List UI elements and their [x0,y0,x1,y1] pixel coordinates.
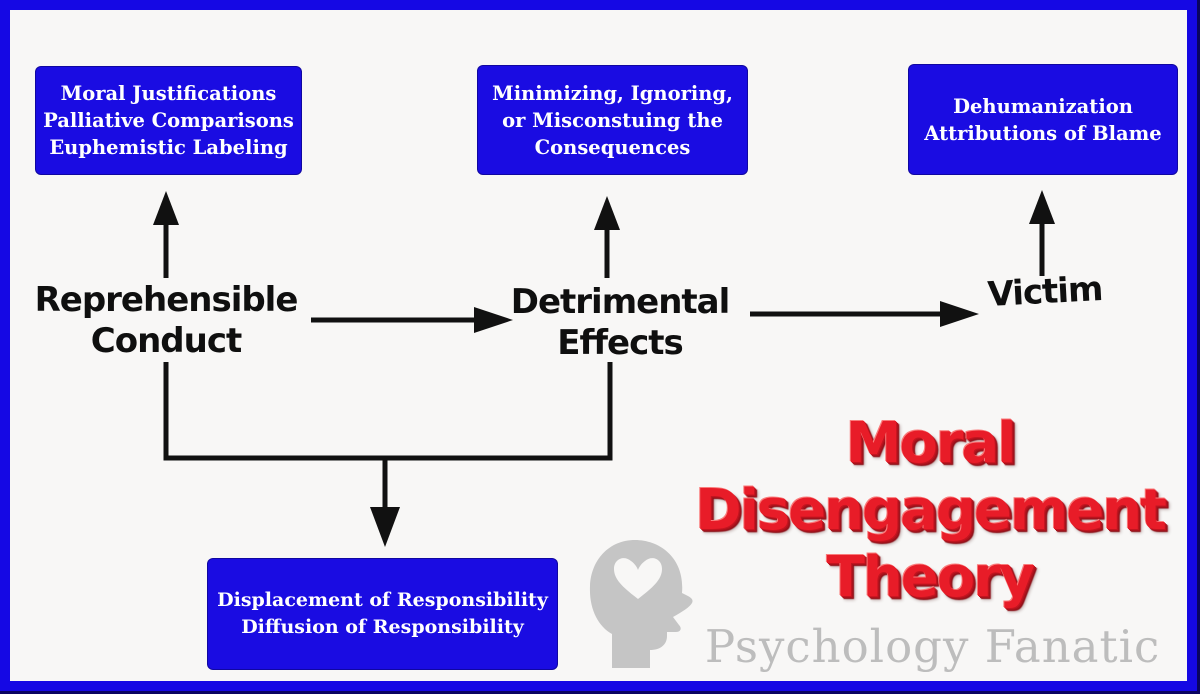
arrow-up-reprehensible [153,191,179,278]
node-line: Detrimental [510,282,731,322]
node-detrimental-effects: Detrimental Effects [487,282,753,364]
node-line: Effects [557,323,684,363]
box-line: Euphemistic Labeling [49,136,288,159]
node-victim: Victim [974,268,1116,316]
box-line: Minimizing, Ignoring, [492,81,733,105]
brand-name: Psychology Fanatic [704,620,1161,673]
box-displacement-diffusion: Displacement of Responsibility Diffusion… [207,558,558,670]
box-line: or Misconstuing the [502,108,723,132]
box-line: Displacement of Responsibility [217,589,548,611]
arrow-up-detrimental [594,196,620,278]
title-line: Theory [826,545,1036,610]
arrow-right-conduct-to-effects [311,307,513,333]
box-line: Attributions of Blame [924,121,1162,145]
node-line: Victim [986,269,1104,315]
box-line: Moral Justifications [60,82,277,105]
title-line: Moral [845,411,1017,476]
box-line: Consequences [534,135,691,159]
box-minimizing-consequences: Minimizing, Ignoring, or Misconstuing th… [477,65,748,175]
box-line: Palliative Comparisons [43,109,294,132]
title-line: Disengagement [695,478,1167,543]
node-line: Reprehensible [34,280,299,320]
box-line: Diffusion of Responsibility [241,616,524,638]
box-dehumanization-blame: Dehumanization Attributions of Blame [908,64,1178,175]
node-line: Conduct [90,321,242,361]
arrow-up-victim [1029,190,1055,276]
box-line: Dehumanization [953,94,1133,118]
diagram-title: Moral Disengagement Theory [685,410,1175,611]
box-moral-justifications: Moral Justifications Palliative Comparis… [35,66,302,175]
arrow-down-to-displacement [163,362,613,547]
arrow-right-effects-to-victim [750,301,979,327]
node-reprehensible-conduct: Reprehensible Conduct [30,280,302,362]
head-heart-logo-icon [589,540,693,668]
